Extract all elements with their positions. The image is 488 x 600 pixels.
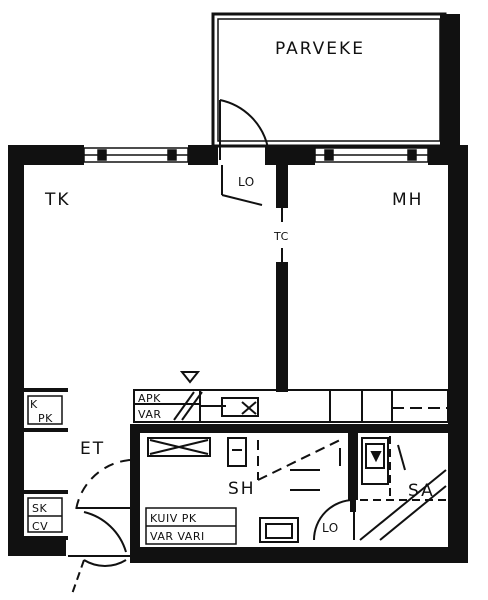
room-label-sa: SA (408, 481, 435, 501)
fixture-label-k: K (30, 398, 38, 411)
room-label-et: ET (80, 439, 105, 459)
fixture-label-pk: PK (38, 412, 53, 425)
balcony-door (219, 99, 269, 206)
interior-walls (24, 160, 452, 554)
hall-cabinets (27, 395, 237, 545)
bathroom-fixtures (147, 437, 355, 543)
fixture-label-var-upper: VAR (138, 408, 162, 421)
room-label-tk: TK (44, 190, 71, 210)
sauna (359, 436, 447, 541)
room-label-parveke: PARVEKE (275, 39, 365, 59)
fixture-label-var-vari: VAR VARI (150, 530, 205, 543)
fixture-label-apk: APK (138, 392, 161, 405)
room-label-mh: MH (392, 190, 423, 210)
fixture-label-kuiv-pk: KUIV PK (150, 512, 197, 525)
fixture-label-sk: SK (32, 502, 47, 515)
room-label-sh: SH (228, 479, 256, 499)
fixture-label-cv: CV (32, 520, 48, 533)
fixture-label-lo-top: LO (238, 175, 255, 189)
entrance-door (68, 459, 131, 595)
counter-row (133, 371, 449, 423)
outer-walls (8, 145, 468, 563)
balcony (211, 12, 460, 148)
windows (83, 147, 429, 163)
fixture-label-lo-bottom: LO (322, 521, 339, 535)
fixture-label-tc: TC (273, 230, 289, 243)
